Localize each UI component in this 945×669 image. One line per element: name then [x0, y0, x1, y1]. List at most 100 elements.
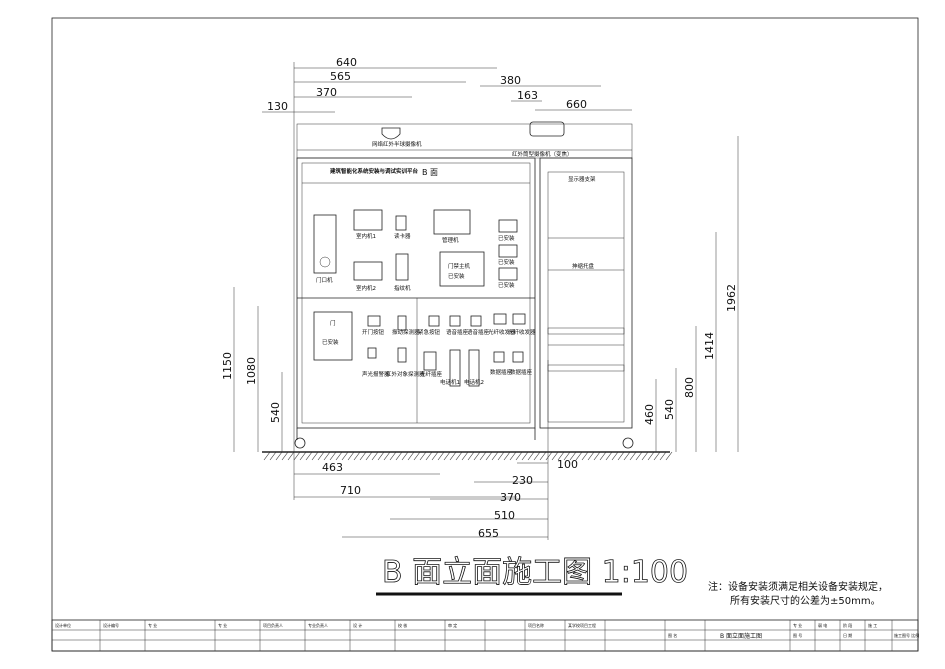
hatch-stroke	[287, 451, 295, 461]
hatch-stroke	[569, 451, 577, 461]
label-phone1: 电话机1	[440, 378, 460, 386]
hatch-stroke	[545, 451, 553, 461]
hatch-stroke	[377, 451, 385, 461]
hatch-stroke	[635, 451, 643, 461]
hatch-stroke	[581, 451, 589, 461]
dim-130: 130	[267, 100, 288, 113]
hatch-stroke	[611, 451, 619, 461]
device-labels: 网络红外半球摄像机 红外筒型摄像机（变焦） 建筑智能化系统安装与调试实训平台 B…	[316, 140, 596, 386]
label-card-reader: 读卡器	[394, 232, 411, 240]
label-open-button: 开门按钮	[362, 328, 385, 336]
dim-1962: 1962	[725, 284, 738, 312]
label-slide-tray: 抻缩托盘	[572, 262, 595, 270]
label-monitor-bracket: 显示器支架	[568, 175, 596, 183]
dim-540-left: 540	[269, 402, 282, 423]
label-door-status: 已安装	[322, 338, 339, 346]
dim-710: 710	[340, 484, 361, 497]
title-block-cell: 阶 段	[843, 622, 852, 628]
hatch-stroke	[365, 451, 373, 461]
dim-463: 463	[322, 461, 343, 474]
hatch-stroke	[587, 451, 595, 461]
hatch-stroke	[575, 451, 583, 461]
hatch-stroke	[443, 451, 451, 461]
hatch-stroke	[353, 451, 361, 461]
hatch-stroke	[653, 451, 661, 461]
hatch-stroke	[605, 451, 613, 461]
hatch-stroke	[263, 451, 271, 461]
dim-660: 660	[566, 98, 587, 111]
title-block-cell: 项目负责人	[263, 622, 283, 628]
door-unit	[313, 214, 337, 274]
title-block-cell: 图 号	[793, 632, 802, 638]
hatch-stroke	[269, 451, 277, 461]
title-block-cell: 审 定	[448, 622, 457, 628]
hatch-stroke	[311, 451, 319, 461]
label-emergency: 紧急按钮	[418, 328, 441, 336]
title-block-cell: 日 期	[843, 632, 852, 638]
hatch-stroke	[281, 451, 289, 461]
label-data-socket1: 数据插座	[490, 368, 513, 376]
hatch-stroke	[407, 451, 415, 461]
label-fiber-socket: 光纤插座	[420, 370, 443, 378]
label-access-host: 门禁主机	[448, 262, 471, 270]
title-block-cell: 图 名	[668, 632, 677, 638]
note-line1: 注：设备安装须满足相关设备安装规定，	[708, 580, 888, 593]
note-line2: 所有安装尺寸的公差为±50mm。	[730, 594, 881, 607]
hatch-stroke	[617, 451, 625, 461]
title-block-cell: 专业负责人	[308, 622, 328, 628]
hatch-stroke	[431, 451, 439, 461]
dimension-lines	[233, 62, 739, 540]
label-panel-face: B 面	[422, 168, 438, 177]
label-installed-3: 已安装	[498, 281, 515, 289]
hatch-stroke	[491, 451, 499, 461]
dim-100: 100	[557, 458, 578, 471]
dim-370-bottom: 370	[500, 491, 521, 504]
hatch-stroke	[485, 451, 493, 461]
title-block-cell: 施 工	[868, 622, 877, 628]
hatch-stroke	[389, 451, 397, 461]
drawing-title: B 面立面施工图 1:100	[382, 555, 688, 590]
hatch-stroke	[641, 451, 649, 461]
label-fiber-tx2: 光纤收发器	[508, 328, 536, 336]
label-voice2: 语音插座	[467, 328, 490, 336]
hatch-stroke	[461, 451, 469, 461]
hatch-stroke	[371, 451, 379, 461]
label-indoor1: 室内机1	[356, 232, 376, 240]
title-block-sheet-name: B 面立面施工图	[720, 632, 762, 640]
hatch-stroke	[335, 451, 343, 461]
hatch-stroke	[521, 451, 529, 461]
hatch-stroke	[305, 451, 313, 461]
hatch-stroke	[527, 451, 535, 461]
label-fiber-tx1: 光纤收发器	[488, 328, 516, 336]
hatch-stroke	[359, 451, 367, 461]
label-vibration: 振动探测器	[392, 328, 420, 336]
label-data-socket2: 数据插座	[510, 368, 533, 376]
dim-230: 230	[512, 474, 533, 487]
dim-540-right: 540	[663, 399, 676, 420]
title-block-cell: 专 业	[218, 622, 227, 628]
label-bullet-camera: 红外筒型摄像机（变焦）	[512, 150, 573, 158]
devices	[313, 121, 565, 387]
label-fingerprint: 指纹机	[394, 284, 411, 292]
label-access-status: 已安装	[448, 272, 465, 280]
dim-460: 460	[643, 404, 656, 425]
hatch-stroke	[299, 451, 307, 461]
title-block-cell: 校 核	[398, 622, 407, 628]
title-block-cell: 施工图号 比例	[894, 632, 919, 638]
title-block-cell: 设计编号	[103, 622, 119, 628]
hatch-stroke	[395, 451, 403, 461]
hatch-stroke	[347, 451, 355, 461]
hatch-stroke	[509, 451, 517, 461]
title-block-cell: 弱 电	[818, 622, 827, 628]
hatch-stroke	[647, 451, 655, 461]
label-panel-title: 建筑智能化系统安装与调试实训平台	[330, 167, 419, 175]
hatch-stroke	[467, 451, 475, 461]
title-block: B 面立面施工图 设计单位设计编号专 业专 业项目负责人专业负责人设 计校 核审…	[51, 619, 919, 652]
hatch-stroke	[659, 451, 667, 461]
dim-800: 800	[683, 377, 696, 398]
top-bracket	[296, 123, 633, 159]
hatch-stroke	[533, 451, 541, 461]
ground-line	[262, 451, 673, 461]
hatch-stroke	[623, 451, 631, 461]
